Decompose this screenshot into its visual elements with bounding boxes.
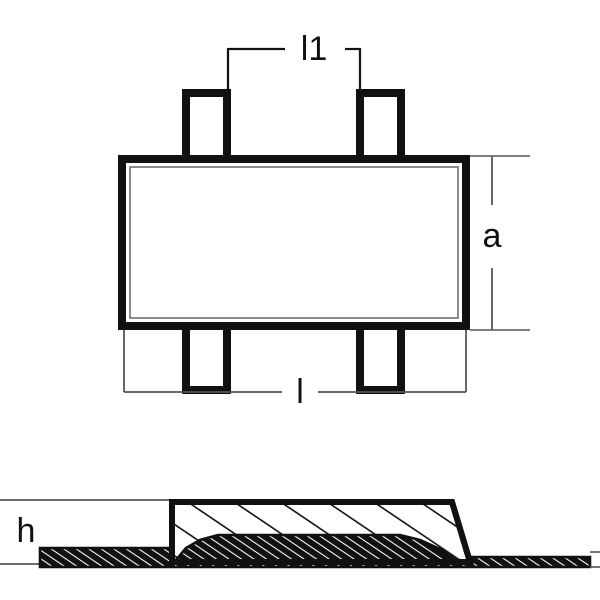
side-section-view-group: h [0, 499, 600, 569]
lower-tabs-group [182, 330, 405, 394]
dimension-a: a [470, 155, 530, 331]
dimension-label-l1: l1 [301, 30, 327, 68]
dimension-label-a: a [483, 217, 502, 255]
formed-web-band [174, 533, 458, 564]
top-view-group: l1 a [118, 30, 530, 411]
upper-tabs-group [182, 89, 405, 158]
upper-right-tab [356, 89, 405, 158]
lower-left-tab [182, 330, 231, 394]
main-body-inner-edge [129, 166, 459, 319]
dimension-l: l [123, 330, 467, 411]
dimension-label-h: h [17, 512, 36, 550]
dimension-l1: l1 [226, 30, 362, 100]
lower-right-tab [356, 330, 405, 394]
main-body-rectangle [118, 155, 470, 330]
upper-left-tab [182, 89, 231, 158]
dimension-label-l: l [296, 373, 304, 411]
boss-outline-overlay [169, 499, 475, 565]
formed-web-band-body [174, 533, 458, 564]
